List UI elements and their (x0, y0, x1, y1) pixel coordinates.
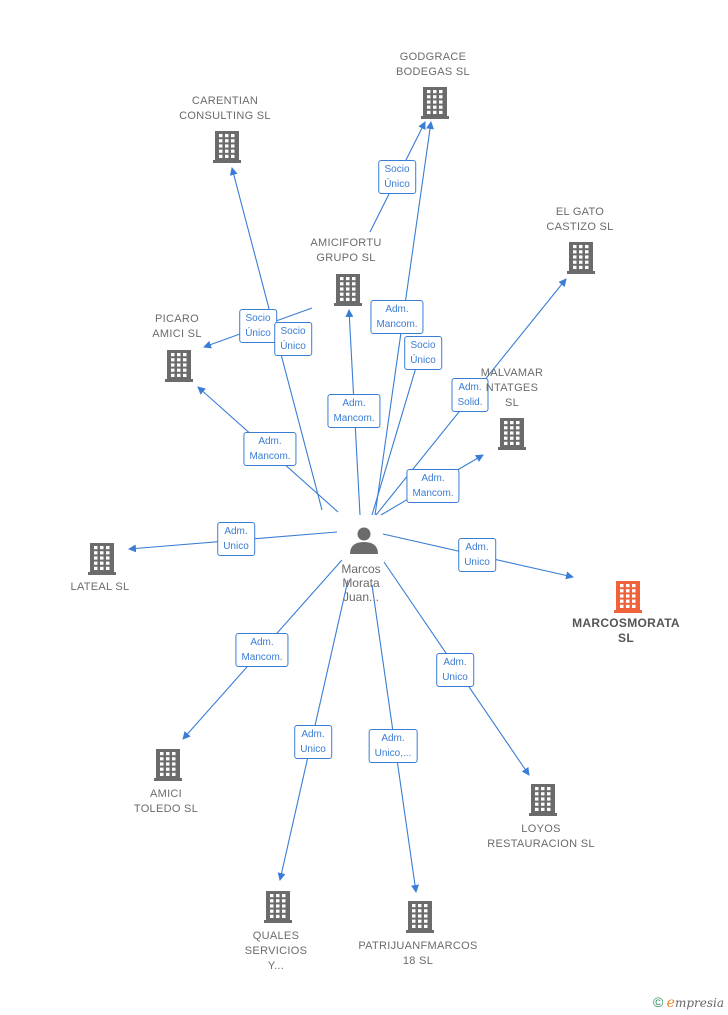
building-icon[interactable] (88, 543, 116, 575)
building-icon[interactable] (406, 901, 434, 933)
building-icon[interactable] (614, 581, 642, 613)
relation-label[interactable]: Adm. Unico (436, 653, 474, 687)
relation-label[interactable]: Adm. Unico (217, 522, 255, 556)
person-label[interactable]: Marcos Morata Juan... (341, 562, 381, 604)
company-label-elgato[interactable]: EL GATO CASTIZO SL (546, 206, 614, 233)
relation-label[interactable]: Adm. Unico (294, 725, 332, 759)
brand-e: e (666, 995, 675, 1011)
person-icon[interactable] (350, 527, 378, 555)
company-label-malvamar[interactable]: MALVAMAR NTATGES SL (480, 367, 544, 409)
company-label-picaro[interactable]: PICARO AMICI SL (152, 313, 202, 340)
company-label-patrijuan[interactable]: PATRIJUANFMARCOS 18 SL (358, 940, 478, 967)
building-icon[interactable] (498, 418, 526, 450)
building-icon[interactable] (529, 784, 557, 816)
relation-label[interactable]: Adm. Solid. (451, 378, 489, 412)
building-icon[interactable] (264, 891, 292, 923)
building-icon[interactable] (165, 350, 193, 382)
company-label-amicifortu[interactable]: AMICIFORTU GRUPO SL (310, 237, 382, 264)
company-label-lateal[interactable]: LATEAL SL (70, 581, 130, 593)
company-label-carentian[interactable]: CARENTIAN CONSULTING SL (179, 95, 271, 122)
building-icon[interactable] (421, 87, 449, 119)
relation-label[interactable]: Adm. Mancom. (243, 432, 297, 466)
company-label-godgrace[interactable]: GODGRACE BODEGAS SL (396, 51, 470, 78)
company-label-quales[interactable]: QUALES SERVICIOS Y... (244, 930, 308, 972)
empresia-brand[interactable]: © empresia (653, 994, 724, 1011)
brand-rest: mpresia (674, 996, 724, 1010)
building-icon[interactable] (154, 749, 182, 781)
building-icon[interactable] (213, 131, 241, 163)
relation-label[interactable]: Adm. Mancom. (235, 633, 289, 667)
building-icon[interactable] (567, 242, 595, 274)
relation-edge (371, 353, 422, 516)
company-label-marcosmorata[interactable]: MARCOSMORATA SL (572, 616, 680, 645)
relation-label[interactable]: Socio Único (404, 336, 442, 370)
relation-label[interactable]: Adm. Unico,... (368, 729, 418, 763)
company-label-loyos[interactable]: LOYOS RESTAURACION SL (487, 823, 595, 850)
relation-label[interactable]: Adm. Mancom. (327, 394, 381, 428)
relation-label[interactable]: Adm. Mancom. (370, 300, 424, 334)
relation-label[interactable]: Adm. Unico (458, 538, 496, 572)
company-label-amicitoledo[interactable]: AMICI TOLEDO SL (133, 788, 199, 815)
relation-label[interactable]: Socio Único (239, 309, 277, 343)
relation-label[interactable]: Adm. Mancom. (406, 469, 460, 503)
relation-label[interactable]: Socio Único (274, 322, 312, 356)
relation-label[interactable]: Socio Único (378, 160, 416, 194)
building-icon[interactable] (334, 274, 362, 306)
copyright-icon: © (652, 994, 664, 1010)
